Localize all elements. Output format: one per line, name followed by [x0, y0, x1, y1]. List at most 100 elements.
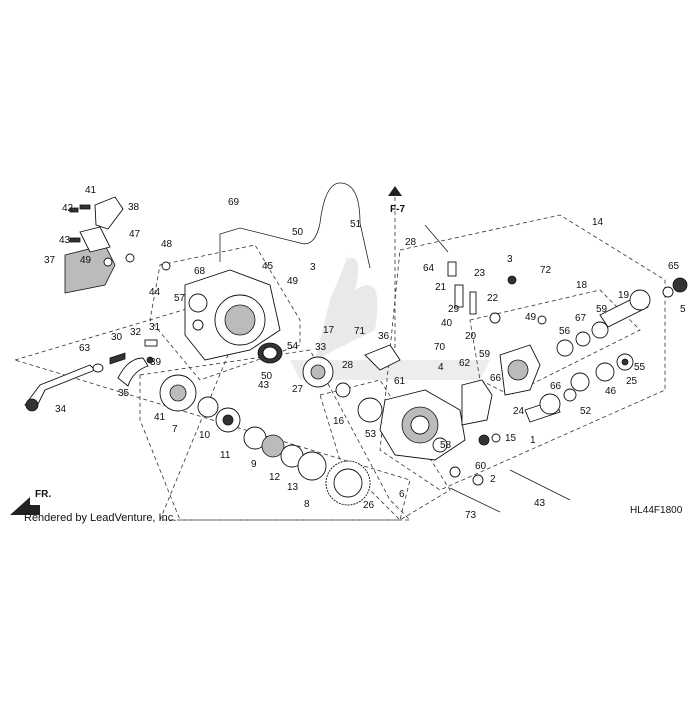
callout-71: 71 [354, 326, 366, 337]
direction-label: FR. [35, 489, 51, 500]
callout-69: 69 [228, 197, 240, 208]
callout-2: 2 [490, 474, 496, 485]
callout-55: 55 [634, 362, 646, 373]
gasket-65 [461, 379, 493, 426]
callout-31: 31 [149, 322, 161, 333]
callout-39: 39 [150, 357, 162, 368]
callout-3: 3 [310, 262, 316, 273]
callout-63: 63 [79, 343, 91, 354]
callout-40: 40 [441, 318, 453, 329]
bearings-right [524, 321, 634, 423]
front-housing [184, 269, 283, 364]
callout-24: 24 [513, 406, 525, 417]
callout-46: 46 [605, 386, 617, 397]
callout-45: 45 [262, 261, 274, 272]
callout-27: 27 [292, 384, 304, 395]
callout-66: 66 [490, 373, 502, 384]
callout-64: 64 [423, 263, 435, 274]
callout-52: 52 [580, 406, 592, 417]
callout-50: 50 [261, 371, 273, 382]
washer-49a-icon [125, 253, 135, 263]
callout-5: 5 [680, 304, 686, 315]
callout-26: 26 [363, 500, 375, 511]
output-shaft [599, 277, 688, 328]
callout-70: 70 [434, 342, 446, 353]
callout-73: 73 [465, 510, 477, 521]
callout-66: 66 [550, 381, 562, 392]
callout-20: 20 [465, 331, 477, 342]
callout-67: 67 [575, 313, 587, 324]
pinion-cover [499, 344, 541, 396]
callout-68: 68 [194, 266, 206, 277]
callout-4: 4 [438, 362, 444, 373]
callout-61: 61 [394, 376, 406, 387]
callout-51: 51 [350, 219, 362, 230]
callout-14: 14 [592, 217, 604, 228]
callout-35: 35 [118, 388, 130, 399]
credit-text: Rendered by LeadVenture, Inc. [24, 512, 177, 524]
callout-15: 15 [505, 433, 517, 444]
callout-72: 72 [540, 265, 552, 276]
group-box-14 [379, 214, 666, 491]
callout-17: 17 [323, 325, 335, 336]
callout-36: 36 [378, 331, 390, 342]
callout-42: 42 [62, 203, 74, 214]
group-box-16 [319, 379, 451, 521]
callout-38: 38 [128, 202, 140, 213]
callout-44: 44 [149, 287, 161, 298]
callout-60: 60 [475, 461, 487, 472]
callout-30: 30 [111, 332, 123, 343]
callout-7: 7 [172, 424, 178, 435]
callout-labels: 1233456789101112131415161718192021222324… [44, 185, 686, 521]
callout-25: 25 [626, 376, 638, 387]
callout-21: 21 [435, 282, 447, 293]
center-parts [302, 344, 401, 423]
callout-23: 23 [474, 268, 486, 279]
callout-1: 1 [530, 435, 536, 446]
callout-37: 37 [44, 255, 56, 266]
washer-49b-icon [161, 261, 171, 271]
callout-6: 6 [399, 489, 405, 500]
callout-9: 9 [251, 459, 257, 470]
group-box-6 [139, 349, 411, 521]
callout-10: 10 [199, 430, 211, 441]
shift-assembly [24, 339, 158, 412]
callout-62: 62 [459, 358, 471, 369]
shift-rod [424, 224, 547, 325]
group-box-outer [13, 304, 411, 521]
callout-49: 49 [287, 276, 299, 287]
group-box-18 [469, 289, 641, 396]
callout-56: 56 [559, 326, 571, 337]
bracket-assembly [64, 196, 124, 294]
callout-18: 18 [576, 280, 588, 291]
callout-11: 11 [220, 450, 231, 461]
callout-49: 49 [80, 255, 92, 266]
callout-33: 33 [315, 342, 327, 353]
callout-57: 57 [174, 293, 186, 304]
callout-19: 19 [618, 290, 630, 301]
callout-47: 47 [129, 229, 141, 240]
callout-59: 59 [479, 349, 491, 360]
callout-43: 43 [258, 380, 270, 391]
rear-housing [379, 389, 466, 461]
callout-43: 43 [59, 235, 71, 246]
breather-tube [219, 182, 371, 269]
callout-3: 3 [507, 254, 513, 265]
f7-ref-marker: F-7 [388, 186, 405, 215]
f7-ref-label: F-7 [390, 204, 405, 215]
callout-8: 8 [304, 499, 310, 510]
callout-34: 34 [55, 404, 67, 415]
callout-22: 22 [487, 293, 499, 304]
callout-16: 16 [333, 416, 345, 427]
bolt-45 [509, 469, 571, 501]
callout-50: 50 [292, 227, 304, 238]
callout-41: 41 [85, 185, 97, 196]
callout-49: 49 [525, 312, 537, 323]
washer-49c-icon [103, 257, 113, 267]
watermark-logo [290, 255, 490, 380]
callout-54: 54 [287, 341, 299, 352]
diff-gear-set [159, 374, 371, 506]
callout-65: 65 [668, 261, 680, 272]
